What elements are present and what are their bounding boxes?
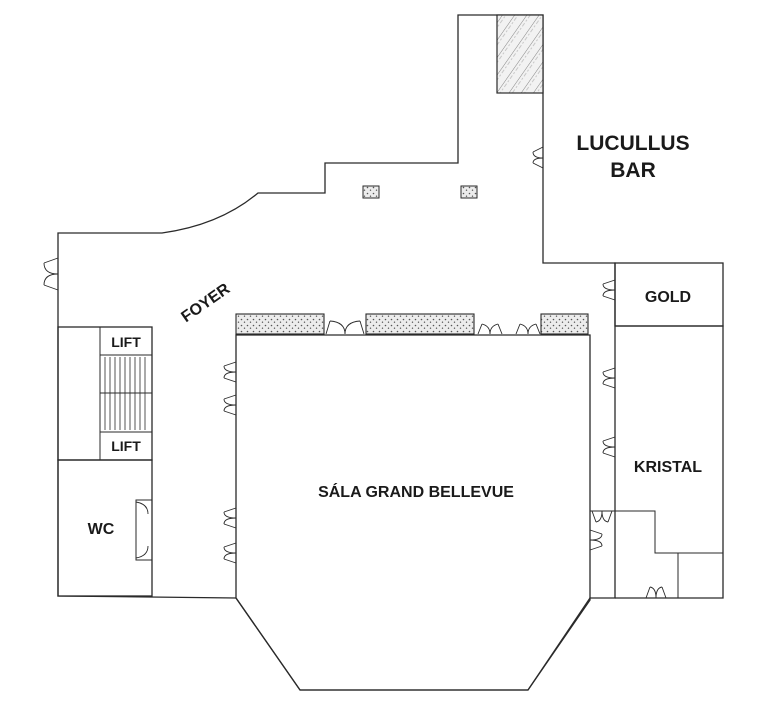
label-sala-grand-bellevue: SÁLA GRAND BELLEVUE (318, 482, 514, 501)
label-gold: GOLD (645, 289, 691, 306)
doors (43, 146, 667, 599)
label-wc: WC (88, 521, 115, 538)
label-kristal: KRISTAL (634, 459, 702, 476)
label-foyer: FOYER (178, 280, 233, 326)
label-lift-bottom: LIFT (111, 438, 141, 454)
label-lucullus-line1: LUCULLUS (576, 132, 689, 155)
bar-storage (496, 14, 544, 94)
rooms-right (590, 262, 724, 599)
hall-grand-bellevue[interactable] (235, 313, 591, 691)
outer-walls (57, 14, 616, 691)
lift-core (57, 326, 153, 461)
foyer-columns (362, 185, 478, 199)
wc-room (57, 459, 153, 597)
label-lucullus-line2: BAR (610, 159, 656, 182)
label-lift-top: LIFT (111, 334, 141, 350)
